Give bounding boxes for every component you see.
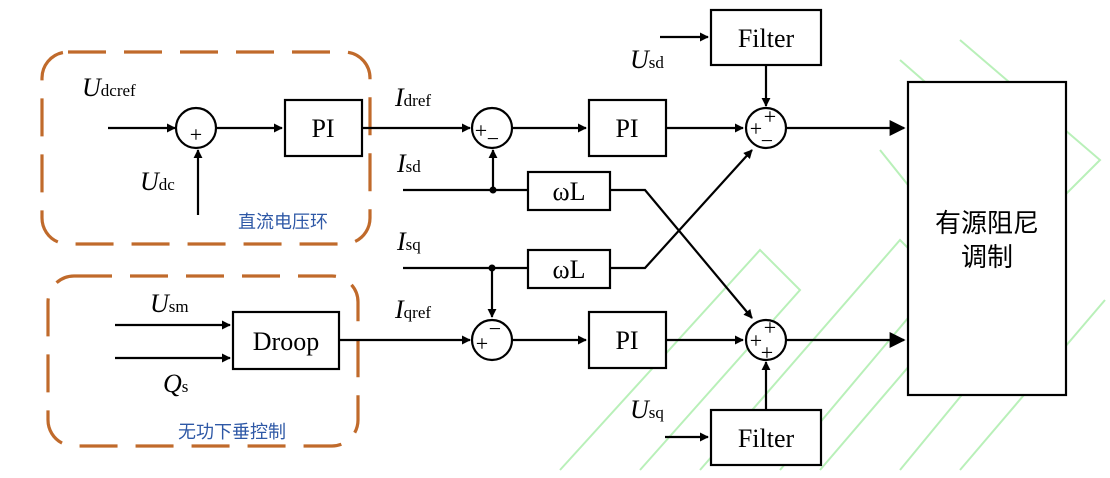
- wl-bottom-block: [526, 248, 612, 290]
- reactive-droop-label: 无功下垂控制: [178, 422, 286, 443]
- sign-out-bottom-top: +: [764, 315, 776, 340]
- sign-out-bottom-bottom: +: [761, 340, 773, 365]
- modulation-label-line1: 有源阻尼: [935, 209, 1039, 239]
- isd-label: Isd: [396, 149, 421, 178]
- sign-vdc-bottom: +: [190, 122, 202, 147]
- dc-voltage-loop-label: 直流电压环: [238, 212, 328, 233]
- isq-node: [488, 264, 496, 272]
- wl-bottom-coupling-wire: [610, 149, 753, 270]
- sign-out-bottom-left: +: [750, 328, 762, 353]
- idref-label: Idref: [394, 83, 431, 112]
- usq-label: Usq: [630, 395, 664, 424]
- filter-top-label: Filter: [738, 24, 795, 53]
- filter-top-block: [709, 8, 823, 67]
- sign-q-top: −: [489, 316, 501, 341]
- isd-node: [489, 186, 497, 194]
- wl-bottom-label: ωL: [553, 255, 586, 284]
- pi-d-label: PI: [615, 114, 638, 143]
- sign-d-bottom: −: [487, 126, 499, 151]
- sign-out-top-top: +: [764, 104, 776, 129]
- droop-label: Droop: [253, 327, 319, 356]
- wl-top-block: [526, 170, 612, 212]
- filter-bottom-label: Filter: [738, 424, 795, 453]
- qs-label: Qs: [163, 369, 188, 398]
- active-damping-modulation-block: [906, 80, 1068, 397]
- udcref-label: Udcref: [82, 73, 136, 102]
- sign-out-top-left: +: [750, 116, 762, 141]
- dc-voltage-loop-border: [40, 50, 372, 246]
- filter-bottom-block: [709, 408, 823, 467]
- sign-d-left: +: [475, 118, 487, 143]
- wl-top-coupling-wire: [610, 188, 753, 319]
- droop-block: [231, 310, 341, 371]
- usm-label: Usm: [150, 289, 189, 318]
- sign-out-top-bottom: −: [761, 128, 773, 153]
- wl-top-label: ωL: [553, 177, 586, 206]
- iqref-label: Iqref: [394, 295, 431, 324]
- modulation-label-line2: 调制: [961, 243, 1013, 273]
- udc-label: Udc: [140, 167, 175, 196]
- sign-q-left: +: [476, 331, 488, 356]
- droop-control-border: [46, 274, 360, 448]
- pi-voltage-label: PI: [311, 114, 334, 143]
- isq-label: Isq: [396, 227, 421, 256]
- pi-d-block: [587, 98, 668, 158]
- usd-label: Usd: [630, 45, 664, 74]
- pi-q-label: PI: [615, 326, 638, 355]
